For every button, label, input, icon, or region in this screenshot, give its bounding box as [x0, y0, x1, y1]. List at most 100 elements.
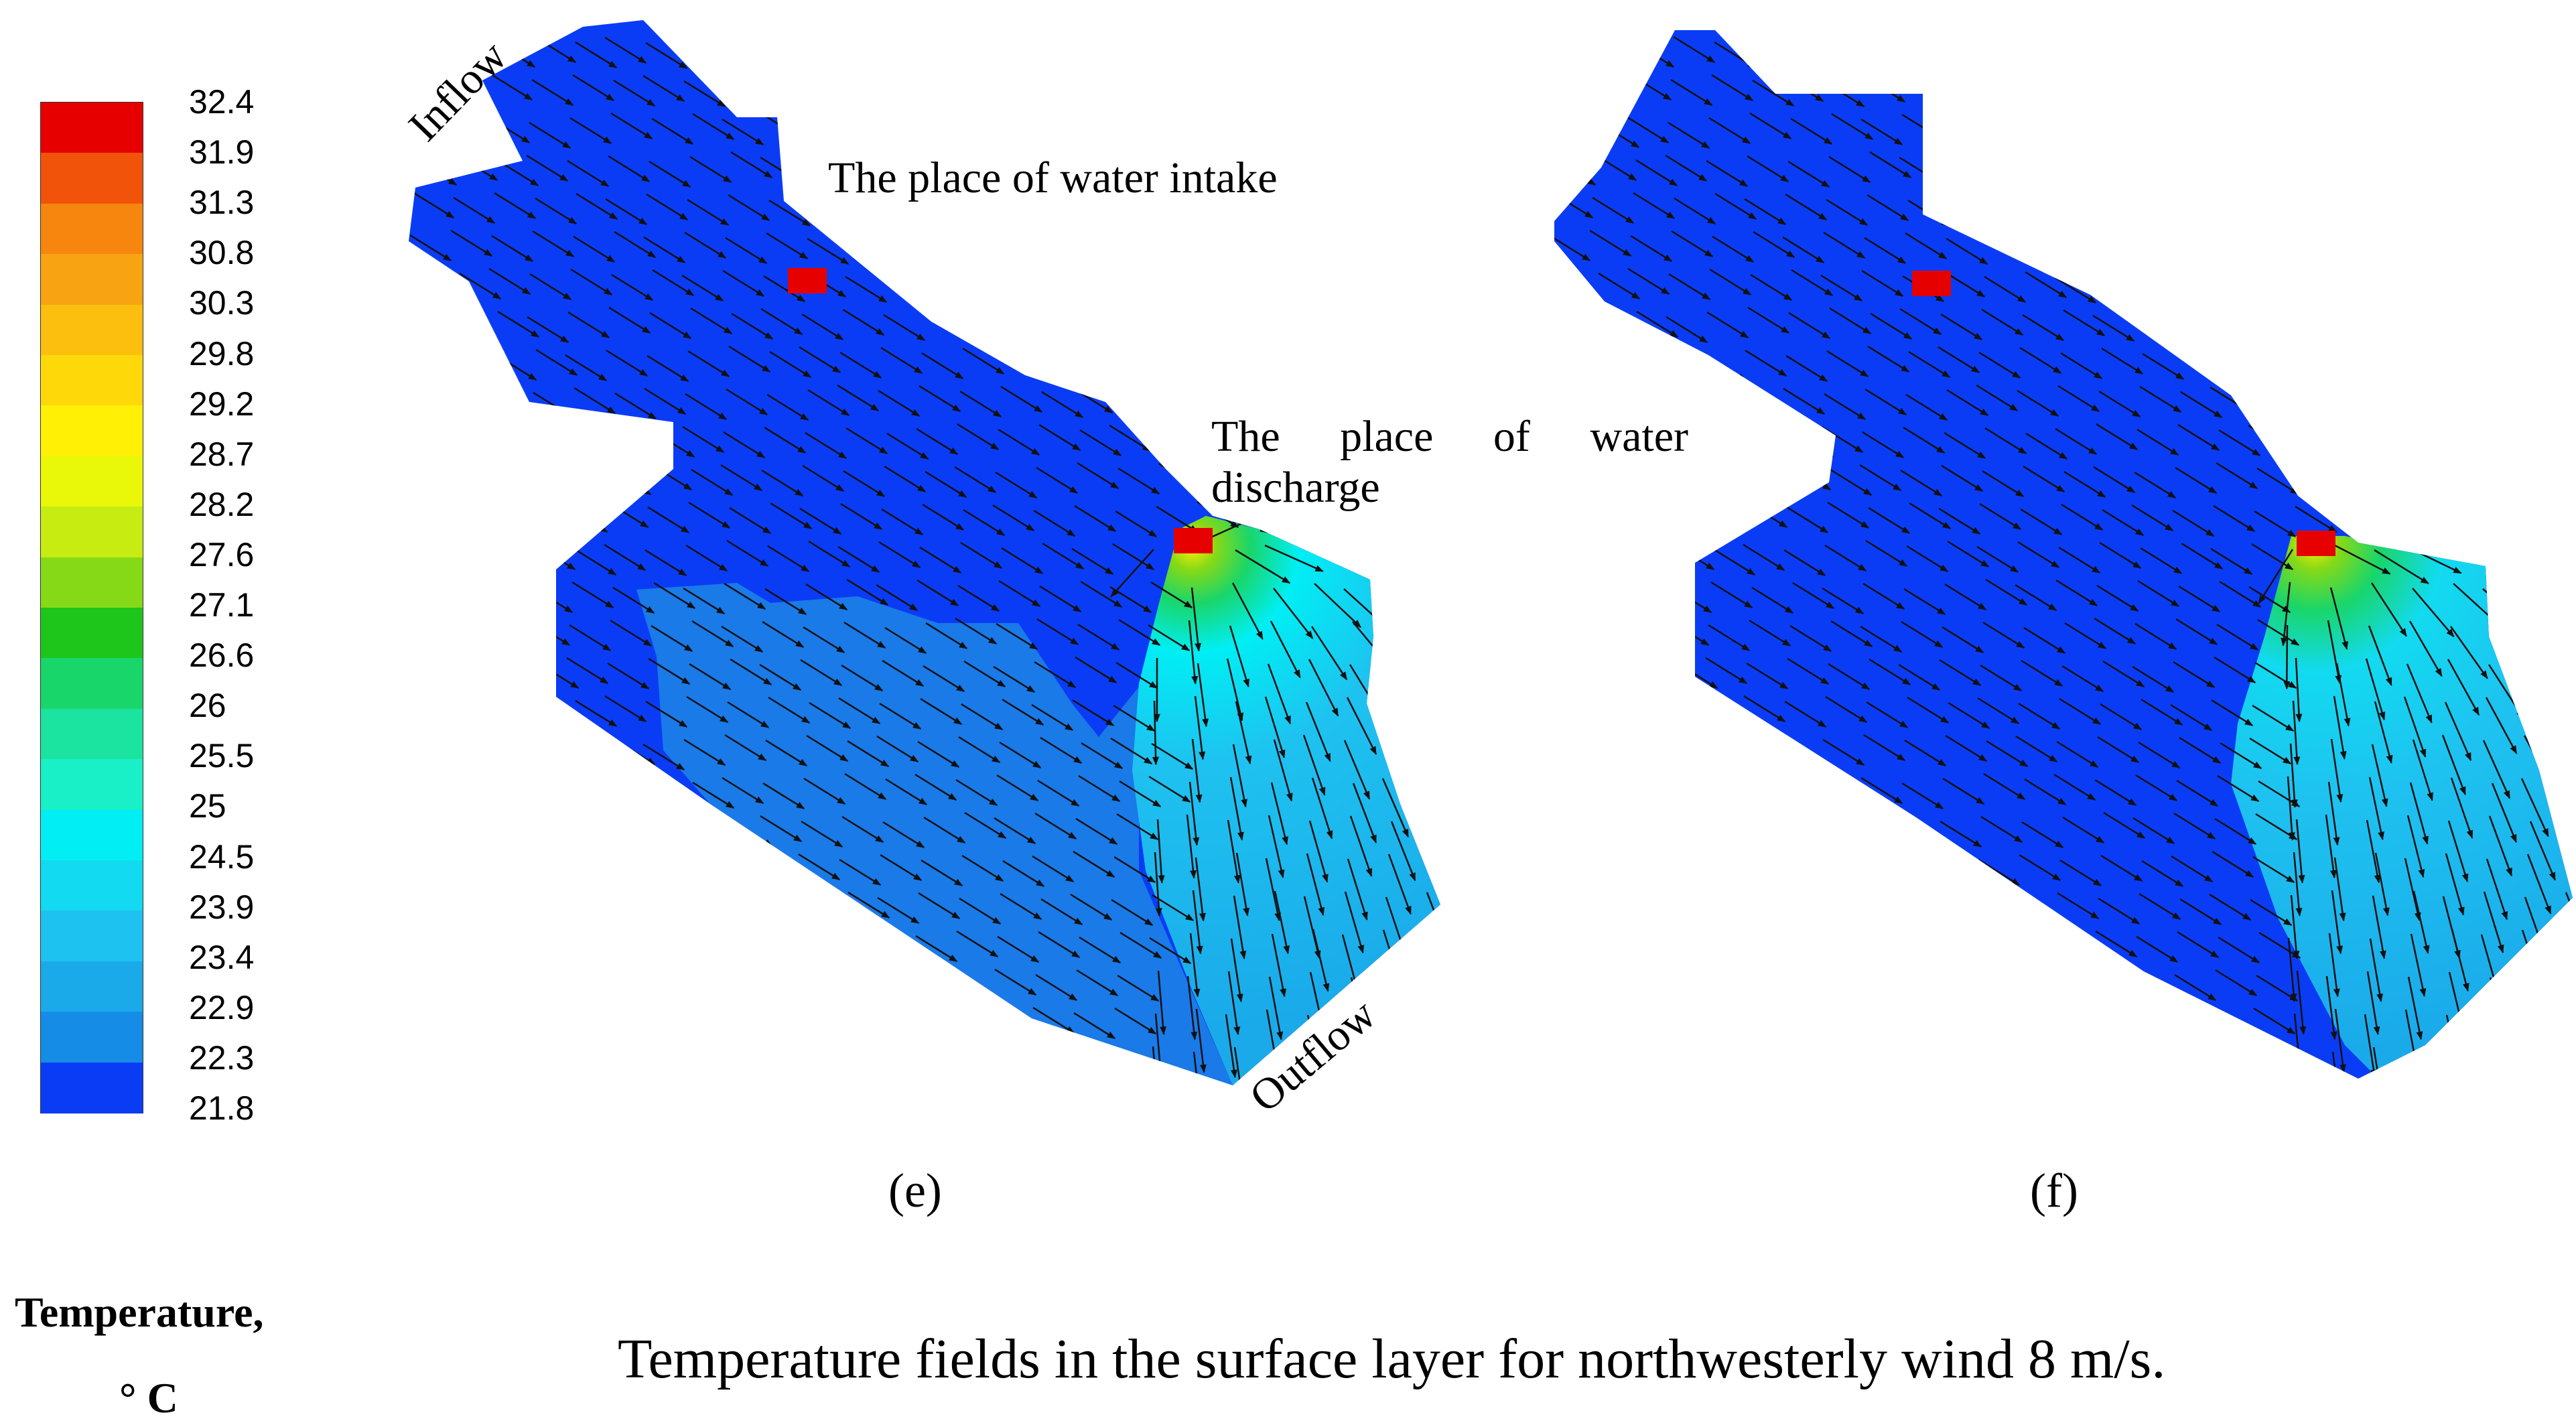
velocity-vector — [532, 738, 573, 764]
velocity-vector — [2250, 80, 2291, 105]
velocity-vector — [1042, 1051, 1083, 1076]
velocity-vector — [1789, 971, 1830, 997]
velocity-vector — [690, 815, 731, 841]
velocity-vector — [1430, 1011, 1450, 1072]
velocity-vector — [809, 44, 850, 70]
panel-label-e: (e) — [888, 1163, 942, 1219]
velocity-vector — [1552, 861, 1592, 886]
velocity-vector — [1267, 351, 1308, 377]
velocity-vector — [2370, 119, 2411, 144]
velocity-vector — [1112, 393, 1153, 418]
velocity-vector — [1903, 935, 1944, 960]
velocity-vector — [802, 973, 843, 998]
velocity-vector — [2171, 36, 2212, 62]
velocity-vector — [1745, 1009, 1786, 1034]
velocity-vector — [959, 78, 1000, 104]
velocity-vector — [764, 935, 805, 960]
velocity-vector — [1588, 586, 1629, 612]
velocity-vector — [1593, 1008, 1634, 1033]
velocity-vector — [1557, 117, 1598, 142]
velocity-vector — [489, 937, 530, 963]
velocity-vector — [416, 311, 457, 336]
velocity-vector — [449, 425, 490, 450]
velocity-vector — [770, 1010, 811, 1036]
velocity-vector — [2059, 40, 2100, 66]
velocity-vector — [2530, 660, 2569, 711]
velocity-vector — [615, 1052, 656, 1077]
velocity-vector — [1430, 352, 1471, 378]
velocity-vector — [1347, 39, 1388, 64]
velocity-vector — [415, 667, 456, 692]
velocity-vector — [1429, 40, 1470, 65]
velocity-vector — [919, 1055, 960, 1080]
velocity-vector — [488, 776, 529, 801]
velocity-vector — [1751, 426, 1792, 452]
velocity-vector — [2253, 198, 2294, 224]
velocity-vector — [2332, 232, 2373, 257]
velocity-vector — [2525, 239, 2566, 264]
velocity-vector — [1272, 275, 1313, 301]
velocity-vector — [1549, 894, 1590, 919]
velocity-vector — [2215, 160, 2256, 186]
velocity-vector — [1555, 969, 1596, 995]
velocity-vector — [530, 933, 571, 958]
velocity-vector — [1905, 892, 1946, 917]
velocity-vector — [1865, 1048, 1906, 1073]
velocity-vector — [488, 624, 529, 650]
discharge-marker-e — [1174, 528, 1213, 553]
velocity-vector — [1747, 815, 1788, 840]
velocity-vector — [881, 1016, 922, 1042]
velocity-vector — [1982, 968, 2023, 994]
velocity-vector — [2104, 154, 2145, 180]
velocity-vector — [767, 1053, 808, 1079]
velocity-vector — [2491, 470, 2532, 496]
velocity-vector — [496, 506, 537, 531]
velocity-vector — [453, 705, 494, 730]
velocity-vector — [1388, 703, 1420, 758]
velocity-vector — [1117, 317, 1158, 342]
velocity-vector — [419, 429, 460, 455]
velocity-vector — [1706, 819, 1747, 845]
velocity-vector — [2252, 37, 2293, 62]
velocity-vector — [1592, 36, 1633, 62]
intake-annotation: The place of water intake — [828, 153, 1304, 204]
velocity-vector — [413, 1012, 454, 1038]
velocity-vector — [1631, 387, 1672, 413]
velocity-vector — [723, 929, 764, 955]
velocity-vector — [2482, 276, 2522, 301]
velocity-vector — [2484, 233, 2525, 259]
velocity-vector — [567, 819, 608, 845]
velocity-vector — [1550, 1055, 1590, 1081]
map-f — [1549, 30, 2576, 1115]
velocity-vector — [527, 814, 567, 839]
velocity-vector — [460, 932, 500, 957]
velocity-vector — [1346, 1053, 1361, 1115]
velocity-vector — [456, 813, 497, 839]
velocity-vector — [2526, 1048, 2543, 1109]
velocity-vector — [880, 45, 921, 70]
velocity-vector — [1032, 36, 1073, 62]
velocity-vector — [1789, 464, 1830, 490]
velocity-vector — [768, 39, 809, 64]
velocity-vector — [2141, 41, 2182, 66]
velocity-vector — [1002, 41, 1043, 66]
velocity-vector — [1152, 75, 1193, 100]
velocity-vector — [2488, 352, 2528, 377]
velocity-vector — [2289, 269, 2329, 295]
velocity-vector — [728, 854, 769, 879]
velocity-vector — [452, 392, 492, 417]
velocity-vector — [1981, 158, 2022, 184]
velocity-vector — [2137, 278, 2177, 303]
figure-caption: Temperature fields in the surface layer … — [618, 1327, 2165, 1392]
velocity-vector — [1421, 158, 1462, 184]
velocity-vector — [411, 387, 452, 412]
velocity-vector — [1900, 977, 1941, 1003]
velocity-vector — [1637, 970, 1678, 996]
velocity-vector — [1426, 580, 1478, 616]
velocity-vector — [529, 781, 570, 807]
velocity-vector — [1392, 153, 1432, 178]
velocity-vector — [415, 818, 456, 843]
velocity-vector — [2485, 1053, 2500, 1115]
velocity-vector — [1229, 313, 1270, 338]
velocity-vector — [1153, 388, 1194, 413]
